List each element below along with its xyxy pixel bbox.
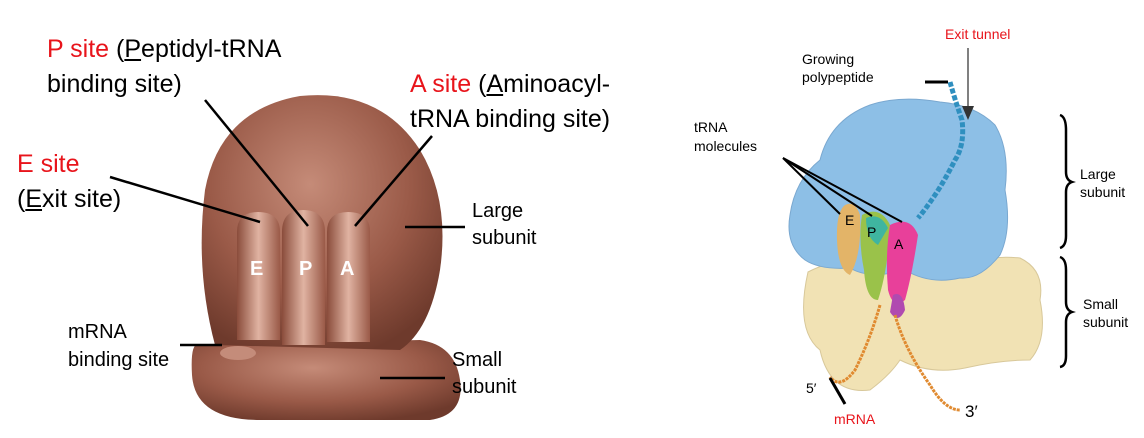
slot-p bbox=[282, 210, 325, 345]
a-site-desc: minoacyl- bbox=[503, 70, 611, 98]
e-site-name: E site bbox=[17, 150, 80, 178]
a-site-desc-line2: tRNA binding site) bbox=[410, 105, 611, 133]
p-site-desc-line2: binding site) bbox=[47, 70, 182, 98]
large-subunit-label: Large bbox=[472, 200, 524, 222]
mrna-binding-site-label-2: binding site bbox=[68, 349, 170, 371]
a-site-name: A site bbox=[410, 70, 472, 98]
slot-e bbox=[237, 212, 280, 340]
large-subunit-label-2: subunit bbox=[472, 227, 537, 249]
right-leader-lines bbox=[782, 80, 948, 405]
p-site-initial: P bbox=[124, 35, 142, 63]
small-subunit-label: Small bbox=[452, 349, 503, 371]
small-subunit-shape bbox=[191, 340, 461, 420]
large-subunit-brace bbox=[1059, 113, 1076, 250]
slot-e-label: E bbox=[250, 258, 264, 280]
three-prime-label: 3′ bbox=[965, 402, 978, 421]
trna-molecules-label-2: molecules bbox=[694, 138, 758, 154]
small-subunit-brace bbox=[1059, 255, 1076, 369]
a-site-initial: A bbox=[486, 70, 504, 98]
trna-a-label: A bbox=[894, 236, 904, 252]
p-site-name: P site bbox=[47, 35, 110, 63]
p-site-label: P site (Peptidyl-tRNA bbox=[47, 37, 281, 62]
slot-p-label: P bbox=[299, 258, 313, 280]
growing-polypeptide-label: Growing bbox=[802, 51, 855, 67]
a-site-label: A site (Aminoacyl- bbox=[410, 72, 610, 97]
p-site-desc: eptidyl-tRNA bbox=[141, 35, 282, 63]
five-prime-label: 5′ bbox=[806, 380, 817, 396]
mrna-label: mRNA bbox=[834, 411, 876, 427]
ribosome-structure bbox=[788, 81, 1043, 412]
right-small-subunit-label-2: subunit bbox=[1083, 314, 1129, 330]
trna-p-label: P bbox=[867, 224, 877, 240]
small-subunit-label-2: subunit bbox=[452, 376, 517, 398]
exit-tunnel-label: Exit tunnel bbox=[945, 26, 1011, 42]
mrna-binding-site-label: mRNA bbox=[68, 321, 127, 343]
slot-a bbox=[327, 212, 370, 342]
a-site-paren: ( bbox=[471, 70, 487, 98]
growing-polypeptide-label-2: polypeptide bbox=[802, 69, 874, 85]
e-site-desc: (Exit site) bbox=[17, 187, 121, 212]
trna-e-label: E bbox=[845, 212, 855, 228]
right-large-subunit-label-2: subunit bbox=[1080, 184, 1126, 200]
p-site-paren: ( bbox=[109, 35, 125, 63]
e-site-paren: ( bbox=[17, 185, 26, 213]
left-leader-lines bbox=[109, 99, 465, 380]
e-site-initial: E bbox=[25, 185, 43, 213]
ribosome-cartoon bbox=[191, 95, 461, 420]
right-large-subunit-label: Large bbox=[1080, 166, 1116, 182]
exit-tunnel-arrow bbox=[962, 48, 974, 120]
mrna-binding-site-shape bbox=[220, 346, 256, 360]
trna-molecules-label: tRNA bbox=[694, 119, 728, 135]
slot-a-label: A bbox=[340, 258, 355, 280]
right-small-subunit-label: Small bbox=[1083, 296, 1119, 312]
e-site-desc-rest: xit site) bbox=[42, 185, 122, 213]
